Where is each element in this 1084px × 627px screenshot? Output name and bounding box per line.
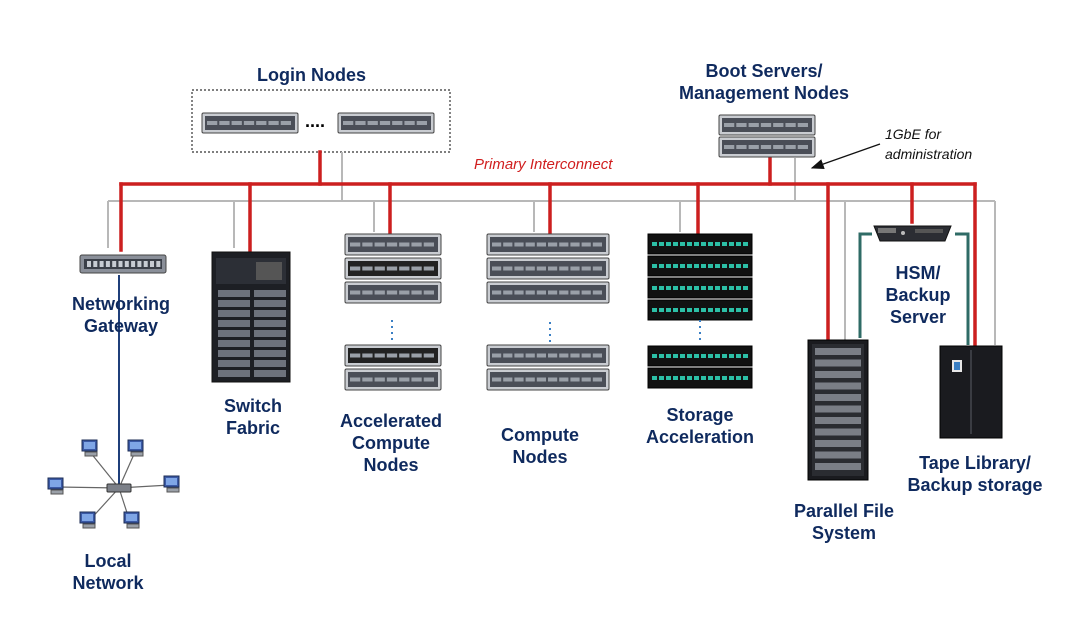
workstation-icon [47,477,64,495]
rack-server-icon [344,344,442,367]
rack-server-icon [337,112,435,134]
parallel-fs-label-line2: System [811,523,877,543]
local-network-label: Local Network [58,550,158,594]
accelerated-compute-label-line3: Nodes [363,455,419,475]
rack-server-icon [486,368,610,391]
network-switch-icon [79,254,167,274]
hsm-appliance-icon [873,225,952,242]
tape-library-icon [939,345,1003,439]
workstation-icon [81,439,98,457]
networking-gateway-label-line2: Gateway [83,316,159,336]
tape-library-label-line2: Backup storage [907,475,1043,495]
storage-array-icon [647,367,753,389]
parallel-fs-label: Parallel File System [776,500,912,544]
rack-cabinet-icon [211,251,291,383]
rack-server-icon [486,344,610,367]
boot-servers-label-line1: Boot Servers/ [705,61,823,81]
admin-note: 1GbE for administration [885,124,972,164]
primary-interconnect-label: Primary Interconnect [474,156,613,173]
hub-icon [106,483,132,493]
rack-server-icon [201,112,299,134]
storage-acceleration-label-line2: Acceleration [645,427,755,447]
switch-fabric-label-line2: Fabric [225,418,281,438]
storage-array-icon [647,299,753,321]
rack-server-icon [344,257,442,280]
rack-server-icon [344,368,442,391]
hsm-backup-label-line1: HSM/ [895,263,941,283]
workstation-icon [123,511,140,529]
switch-fabric-label-line1: Switch [223,396,282,416]
rack-server-icon [486,233,610,256]
storage-acceleration-label-line1: Storage [666,405,734,425]
local-network-label-line1: Local [84,551,132,571]
accelerated-compute-label-line1: Accelerated [339,411,443,431]
storage-array-icon [647,233,753,255]
rack-server-icon [718,114,816,136]
parallel-fs-label-line1: Parallel File [793,501,895,521]
tape-library-label-line1: Tape Library/ [919,453,1031,473]
networking-gateway-label-line1: Networking [71,294,170,314]
workstation-icon [79,511,96,529]
login-nodes-label: Login Nodes [257,65,366,85]
boot-servers-label: Boot Servers/ Management Nodes [666,60,862,104]
storage-acceleration-label: Storage Acceleration [630,404,770,448]
storage-array-icon [647,345,753,367]
local-network-star [47,439,180,529]
switch-fabric-label: Switch Fabric [208,395,298,439]
rack-server-icon [486,257,610,280]
admin-arrow [810,143,881,170]
backup-links [858,232,970,345]
accelerated-compute-label-line2: Compute [352,433,430,453]
compute-nodes-label-line2: Nodes [512,447,568,467]
local-network-label-line2: Network [72,573,144,593]
continuation-dots [391,320,701,346]
login-ellipsis: .... [305,111,326,131]
storage-array-icon [647,277,753,299]
workstation-icon [127,439,144,457]
hsm-backup-label-line2: Backup [885,285,951,305]
admin-note-line2: administration [885,146,973,162]
hsm-backup-label-line3: Server [889,307,947,327]
rack-server-icon [344,233,442,256]
workstation-icon [163,475,180,493]
boot-servers-label-line2: Management Nodes [678,83,850,103]
rack-server-icon [344,281,442,304]
storage-array-icon [647,255,753,277]
compute-nodes-label-line1: Compute [501,425,579,445]
networking-gateway-label: Networking Gateway [60,293,182,337]
admin-note-line1: 1GbE for [885,126,942,142]
rack-server-icon [486,281,610,304]
accelerated-compute-label: Accelerated Compute Nodes [325,410,457,476]
rack-server-icon [718,136,816,158]
compute-nodes-label: Compute Nodes [490,424,590,468]
tape-library-label: Tape Library/ Backup storage [890,452,1060,496]
primary-interconnect-network [119,150,977,347]
storage-cabinet-icon [807,339,869,481]
hsm-backup-label: HSM/ Backup Server [870,262,966,328]
